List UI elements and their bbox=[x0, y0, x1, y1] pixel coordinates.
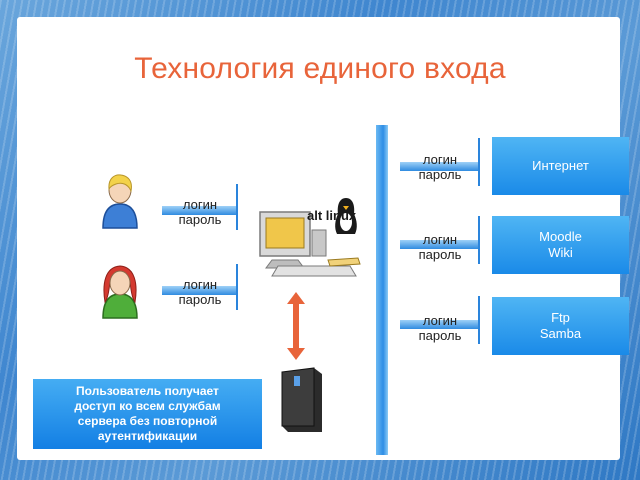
ftp-arrow-tip bbox=[478, 296, 480, 344]
moodle-credentials-label: логин пароль bbox=[418, 232, 462, 262]
ftp-credentials-label: логин пароль bbox=[418, 313, 462, 343]
user-female-icon bbox=[102, 265, 138, 319]
slide-title: Технология единого входа bbox=[134, 52, 506, 85]
user1-credentials-label: логин пароль bbox=[178, 197, 222, 227]
network-bus bbox=[376, 125, 388, 455]
workstation-icon bbox=[259, 211, 361, 277]
double-arrow-icon bbox=[287, 292, 305, 360]
user1-arrow-tip bbox=[236, 184, 238, 230]
service-moodle-wiki: Moodle Wiki bbox=[492, 216, 629, 274]
penguin-icon bbox=[335, 198, 357, 234]
user-male-icon bbox=[102, 174, 138, 229]
user2-arrow-tip bbox=[236, 264, 238, 310]
moodle-arrow-tip bbox=[478, 216, 480, 264]
internet-credentials-label: логин пароль bbox=[418, 152, 462, 182]
service-ftp-samba: Ftp Samba bbox=[492, 297, 629, 355]
info-note: Пользователь получает доступ ко всем слу… bbox=[33, 379, 262, 449]
internet-arrow-tip bbox=[478, 138, 480, 186]
service-internet: Интернет bbox=[492, 137, 629, 195]
alt-linux-logo: alt linux bbox=[307, 196, 359, 238]
server-icon bbox=[281, 367, 322, 432]
user2-credentials-label: логин пароль bbox=[178, 277, 222, 307]
logo-text: alt linux bbox=[307, 208, 357, 223]
